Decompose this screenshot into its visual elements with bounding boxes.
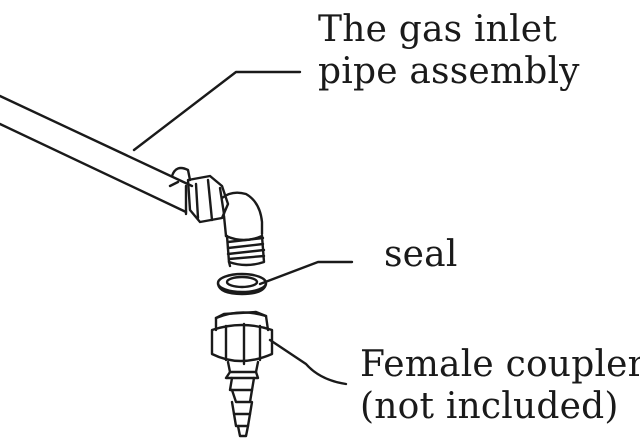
- seal-leader-line: [258, 260, 354, 286]
- coupler-leader-line: [268, 338, 348, 386]
- pipe-assembly-label: The gas inlet pipe assembly: [318, 9, 580, 93]
- pipe-leader-line: [132, 70, 302, 152]
- coupler-label-line-2: (not included): [360, 386, 619, 427]
- pipe-label-line-1: The gas inlet: [318, 9, 557, 50]
- hose-barb: [228, 376, 256, 438]
- seal-ring: [216, 272, 268, 296]
- pipe-fitting-nut: [184, 174, 230, 224]
- elbow-fitting: [220, 191, 264, 242]
- female-coupler: [210, 310, 274, 380]
- threaded-outlet: [225, 234, 266, 268]
- gas-inlet-pipe: [0, 94, 194, 214]
- pipe-label-line-2: pipe assembly: [318, 51, 580, 92]
- female-coupler-label: Female coupler (not included): [360, 344, 640, 428]
- seal-label: seal: [384, 234, 458, 275]
- coupler-label-line-1: Female coupler: [360, 344, 640, 385]
